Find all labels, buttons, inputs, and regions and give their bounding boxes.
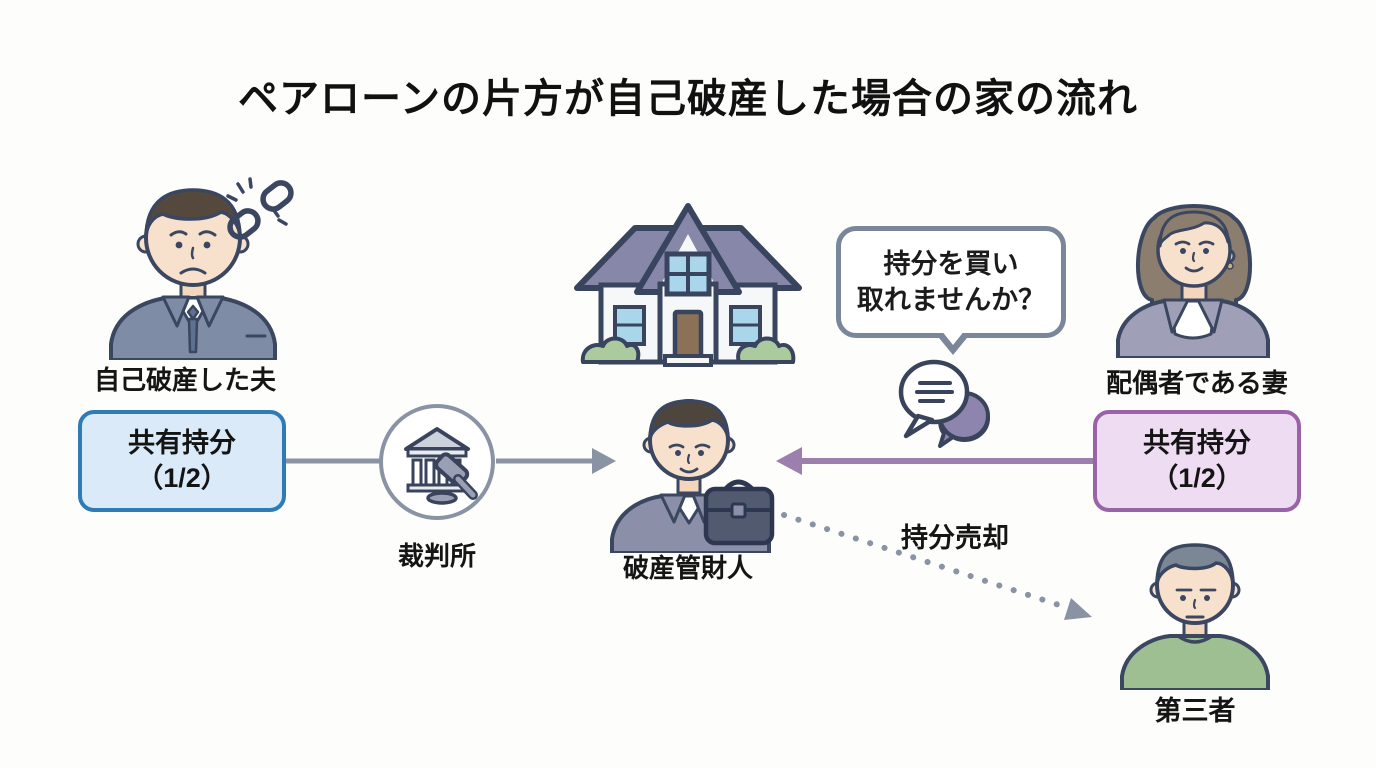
speech-bubble-line2: 取れませんか？ bbox=[856, 285, 1046, 315]
trustee-avatar bbox=[610, 399, 775, 553]
wife-avatar bbox=[1116, 204, 1270, 358]
third-party-label: 第三者 bbox=[1154, 696, 1236, 726]
trustee-to-thirdparty-dotted-line bbox=[781, 512, 1065, 609]
court-label: 裁判所 bbox=[397, 541, 476, 571]
wife-share-line1: 共有持分 bbox=[1143, 427, 1251, 458]
court-to-trustee-arrowhead-icon bbox=[592, 448, 616, 474]
wife-share-line2: （1/2） bbox=[1151, 463, 1243, 493]
trustee-label: 破産管財人 bbox=[622, 553, 753, 583]
sale-arrow-label: 持分売却 bbox=[901, 523, 1009, 553]
wife-label: 配偶者である妻 bbox=[1106, 368, 1288, 398]
courthouse-gavel-icon bbox=[404, 427, 478, 505]
speech-bubble: 持分を買い 取れませんか？ bbox=[836, 226, 1066, 355]
page-title: ペアローンの片方が自己破産した場合の家の流れ bbox=[238, 77, 1138, 121]
broken-chain-icon bbox=[226, 177, 294, 240]
wife-share-box: 共有持分 （1/2） bbox=[1093, 410, 1301, 512]
house-icon bbox=[574, 203, 802, 367]
third-party-avatar bbox=[1120, 543, 1270, 690]
chat-bubbles-icon bbox=[898, 359, 990, 448]
wife-to-trustee-arrowhead-icon bbox=[776, 447, 802, 475]
husband-label: 自己破産した夫 bbox=[93, 365, 276, 395]
husband-share-line2: （1/2） bbox=[136, 463, 228, 493]
husband-avatar bbox=[109, 188, 277, 360]
husband-share-box: 共有持分 （1/2） bbox=[78, 410, 286, 512]
court-node bbox=[379, 404, 495, 520]
husband-share-line1: 共有持分 bbox=[128, 427, 236, 458]
trustee-to-thirdparty-arrowhead-icon bbox=[1064, 598, 1092, 620]
speech-bubble-line1: 持分を買い bbox=[883, 248, 1019, 279]
